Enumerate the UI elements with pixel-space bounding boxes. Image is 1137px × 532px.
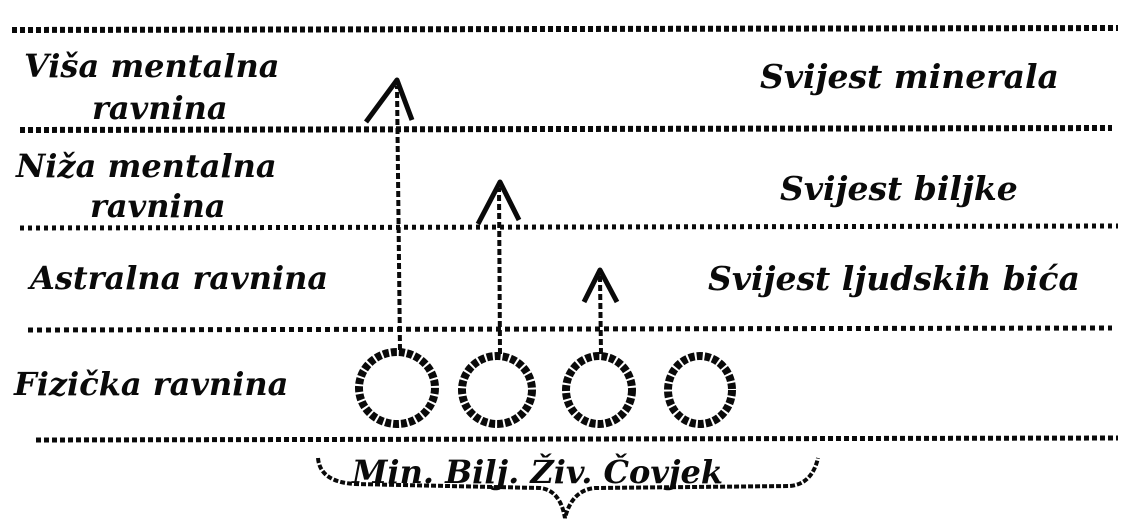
plane-separator-line-1 (11, 25, 1119, 33)
plane-separator-line-5 (35, 435, 1119, 443)
plane-label-physical: Fizička ravnina (14, 365, 289, 403)
plane-label-lower-mental-line1: Niža mentalna (16, 147, 277, 185)
consciousness-label-human: Svijest ljudskih bića (708, 259, 1080, 298)
consciousness-label-mineral: Svijest minerala (760, 57, 1059, 96)
being-circle-plant (458, 352, 536, 428)
plane-label-astral: Astralna ravnina (30, 259, 329, 297)
arrow-shaft-animal (598, 275, 603, 355)
plane-separator-line-3 (19, 223, 1119, 231)
plane-label-higher-mental-line1: Viša mentalna (24, 47, 280, 85)
arrow-head-animal (581, 267, 620, 304)
being-circle-animal (562, 352, 636, 428)
plane-label-lower-mental-line2: ravnina (90, 187, 226, 225)
plane-separator-line-4 (27, 325, 1113, 333)
arrow-shaft-plant (497, 187, 502, 355)
arrow-head-mineral (363, 77, 415, 124)
plane-separator-line-2 (19, 125, 1113, 133)
being-circle-mineral (355, 348, 439, 428)
consciousness-label-plant: Svijest biljke (780, 169, 1018, 208)
bottom-brace (316, 457, 820, 519)
beings-label: Min. Bilj. Živ. Čovjek (352, 453, 724, 491)
being-circle-human (664, 352, 736, 428)
plane-label-higher-mental-line2: ravnina (92, 89, 228, 127)
arrow-head-plant (475, 179, 522, 226)
arrow-shaft-mineral (395, 85, 402, 351)
